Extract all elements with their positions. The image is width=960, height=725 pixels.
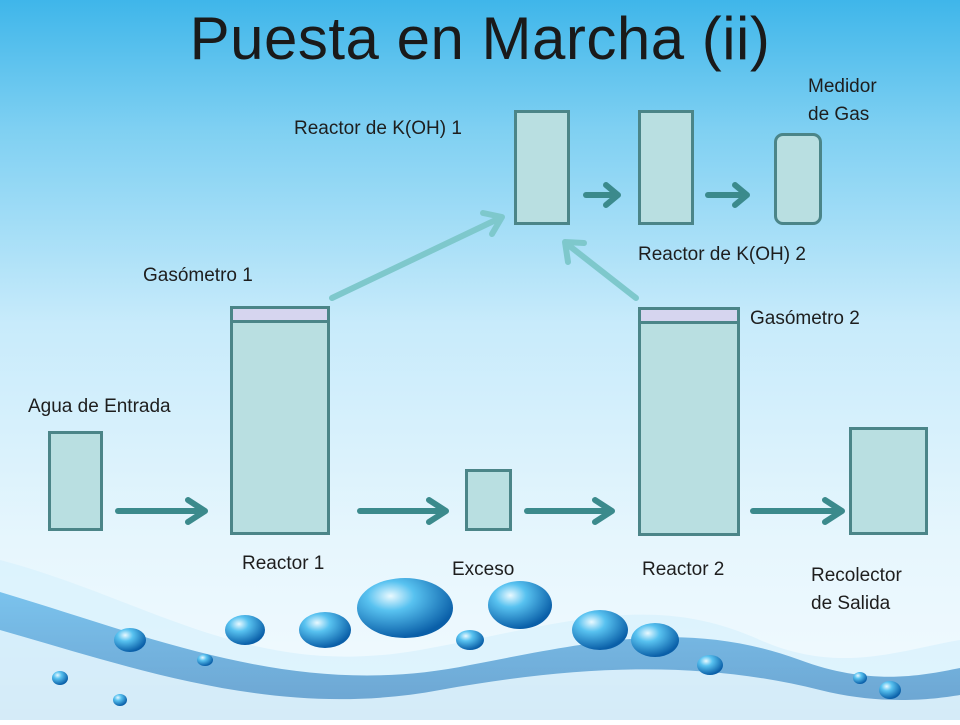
label-agua-entrada: Agua de Entrada	[28, 396, 171, 417]
arrow-exceso-to-reactor-2	[524, 497, 615, 525]
arrow-koh-1-to-koh-2	[583, 182, 621, 208]
arrow-agua-to-reactor-1	[115, 497, 208, 525]
recolector-salida-tank	[849, 427, 928, 535]
reactor-koh-2-tank	[638, 110, 694, 225]
arrow-reactor-1-to-exceso	[357, 497, 449, 525]
arrow-gasometro-1-to-koh-1	[329, 210, 505, 301]
label-gasometro-2: Gasómetro 2	[750, 308, 860, 329]
arrow-koh-2-to-medidor	[705, 182, 750, 208]
label-exceso: Exceso	[452, 559, 515, 580]
gasometro-2-cap	[638, 307, 740, 324]
arrow-reactor-2-to-recolector	[750, 497, 845, 525]
agua-entrada-tank	[48, 431, 103, 531]
exceso-tank	[465, 469, 512, 531]
gasometro-1-cap	[230, 306, 330, 323]
label-recolector-salida: Recolector de Salida	[811, 565, 902, 614]
slide-title: Puesta en Marcha (ii)	[189, 5, 771, 72]
label-reactor-1: Reactor 1	[242, 553, 325, 574]
medidor-gas-tank	[774, 133, 822, 225]
label-medidor-gas: Medidor de Gas	[808, 76, 877, 125]
reactor-1-tank	[230, 318, 330, 535]
reactor-2-tank	[638, 320, 740, 536]
reactor-koh-1-tank	[514, 110, 570, 225]
label-reactor-koh-1: Reactor de K(OH) 1	[294, 118, 462, 139]
label-reactor-2: Reactor 2	[642, 559, 725, 580]
label-gasometro-1: Gasómetro 1	[143, 265, 253, 286]
label-reactor-koh-2: Reactor de K(OH) 2	[638, 244, 806, 265]
arrow-gasometro-2-to-koh-2	[562, 239, 639, 301]
